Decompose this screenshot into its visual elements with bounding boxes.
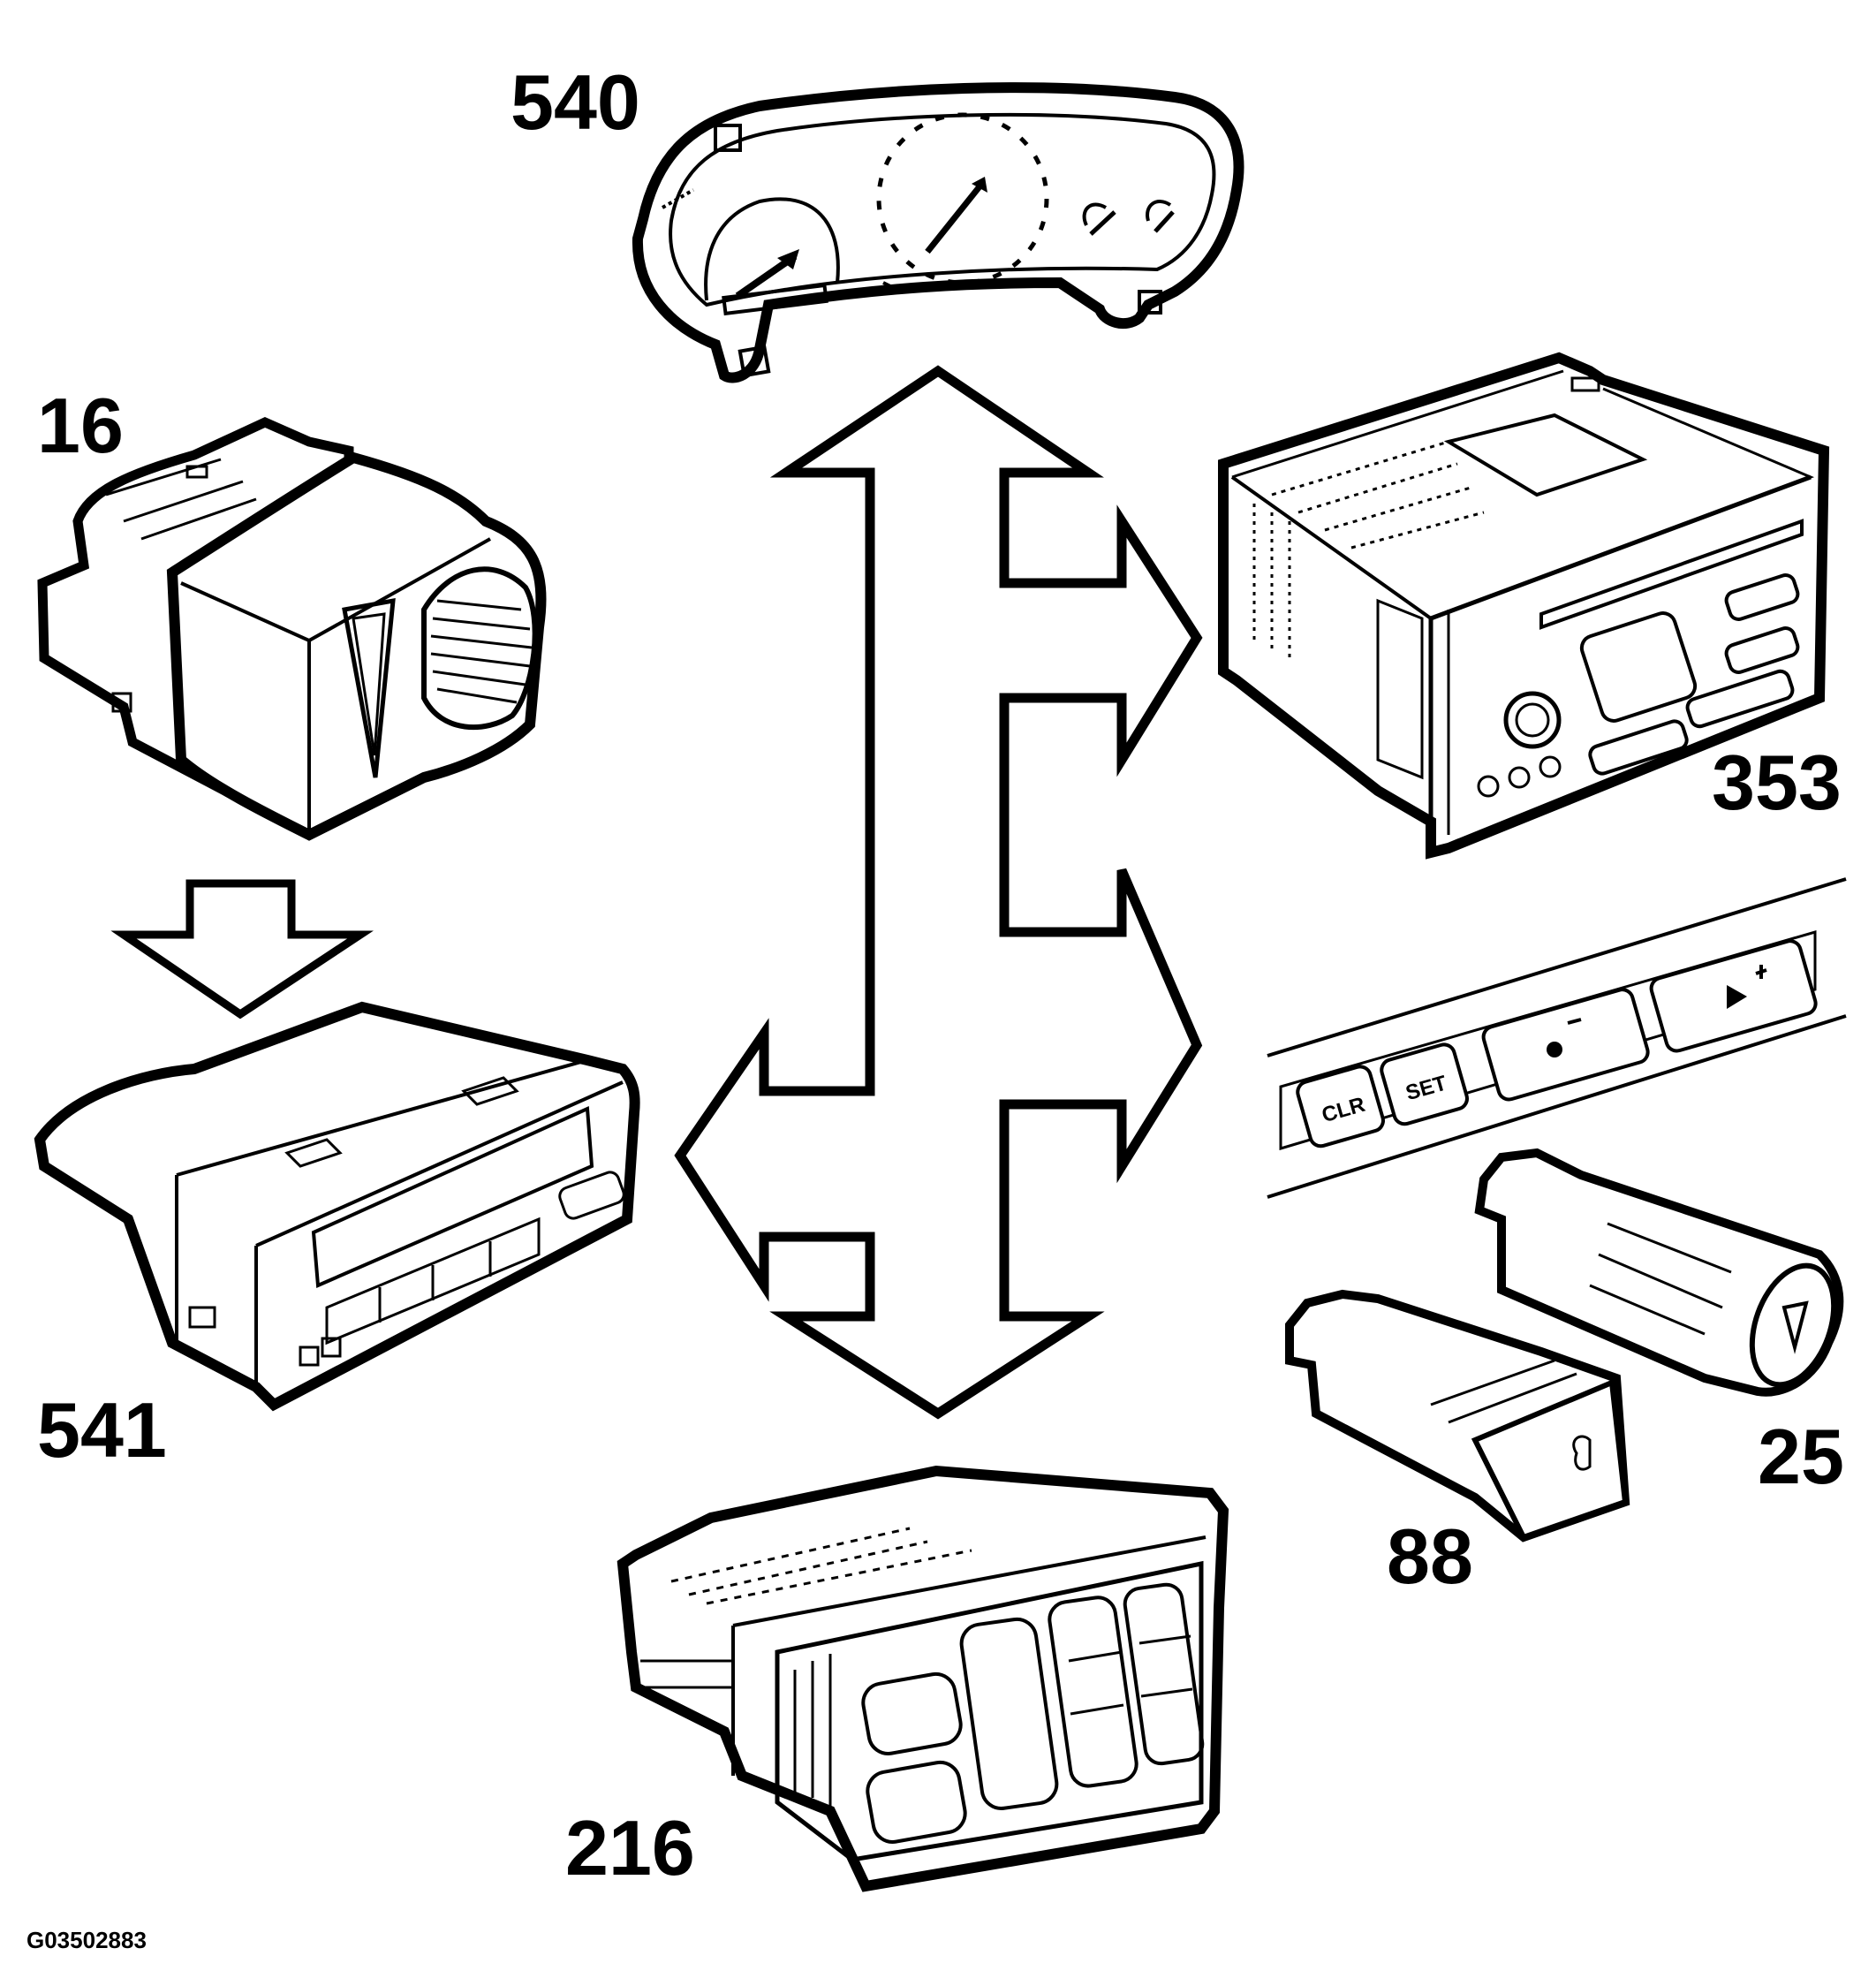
down-arrow: [110, 879, 374, 1020]
fog-light-switch-88: [1285, 1289, 1630, 1543]
label-climate-control: 216: [565, 1804, 695, 1891]
label-radio: 353: [1712, 739, 1842, 826]
hazard-button-25: [1474, 1148, 1844, 1397]
label-hazard-button: 25: [1758, 1413, 1844, 1500]
figure-id: G03502883: [26, 1927, 147, 1953]
instrument-cluster-540: [632, 82, 1244, 383]
hazard-switch-16: [37, 416, 547, 841]
climate-control-216: [617, 1465, 1229, 1892]
info-display-541: [34, 1001, 640, 1412]
bus-arrow: [674, 365, 1203, 1420]
label-fog-light-switch: 88: [1387, 1512, 1473, 1600]
label-instrument-cluster: 540: [511, 58, 640, 146]
label-info-display: 541: [37, 1386, 167, 1474]
control-strip: [1267, 877, 1847, 1199]
label-hazard-switch: 16: [37, 382, 124, 469]
radio-353: [1218, 352, 1830, 860]
